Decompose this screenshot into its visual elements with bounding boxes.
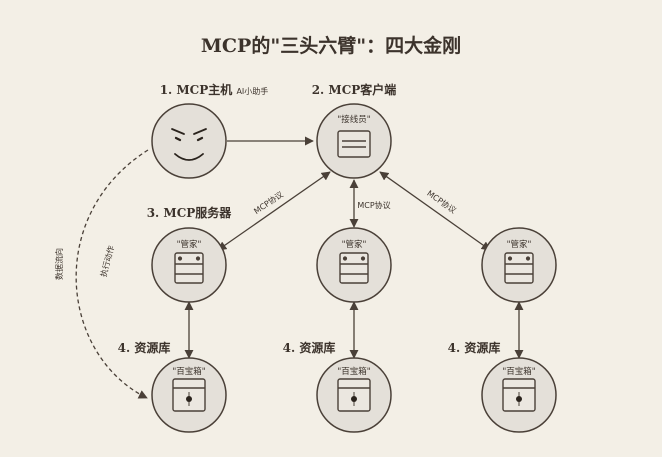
client-server-right-arrow (379, 171, 491, 251)
resource-label: 4. 资源库 (283, 340, 336, 355)
execute-label: 执行动作 (98, 244, 116, 277)
client-server-left-arrow (217, 171, 331, 251)
server-node[interactable]: "管家" (316, 227, 392, 303)
server-node[interactable]: "管家" (151, 227, 227, 303)
host-label: 1. MCP主机 AI小助手 (160, 82, 269, 97)
server-node[interactable]: "管家" (481, 227, 557, 303)
client-label: 2. MCP客户端 (312, 82, 397, 97)
protocol-label-left: MCP协议 (252, 189, 285, 216)
resource-node[interactable]: "百宝箱" (316, 357, 392, 433)
server-tag: "管家" (177, 239, 202, 250)
data-flow-dashed-arrow (75, 149, 149, 399)
client-tag: "接线员" (337, 114, 370, 125)
server-rack-icon (339, 252, 369, 284)
smiling-face-icon (171, 128, 207, 161)
host-node[interactable] (151, 103, 227, 179)
connectors (75, 136, 524, 399)
resource-label: 4. 资源库 (448, 340, 501, 355)
resource-label: 4. 资源库 (118, 340, 171, 355)
resource-node[interactable]: "百宝箱" (151, 357, 227, 433)
server-tag: "管家" (507, 239, 532, 250)
protocol-label-right: MCP协议 (425, 188, 458, 215)
treasure-box-icon (502, 378, 536, 412)
switchboard-icon (337, 130, 371, 158)
data-flow-label: 数据流向 (54, 248, 64, 280)
server-label: 3. MCP服务器 (147, 205, 233, 220)
diagram-title: MCP的"三头六臂"：四大金刚 (201, 34, 461, 57)
server-rack-icon (504, 252, 534, 284)
server-rack-icon (174, 252, 204, 284)
treasure-box-icon (337, 378, 371, 412)
resource-tag: "百宝箱" (502, 366, 535, 377)
resource-node[interactable]: "百宝箱" (481, 357, 557, 433)
resource-tag: "百宝箱" (172, 366, 205, 377)
client-node[interactable]: "接线员" (316, 103, 392, 179)
host-sublabel: AI小助手 (236, 86, 268, 96)
server-tag: "管家" (342, 239, 367, 250)
protocol-label-center: MCP协议 (357, 200, 390, 210)
treasure-box-icon (172, 378, 206, 412)
resource-tag: "百宝箱" (337, 366, 370, 377)
